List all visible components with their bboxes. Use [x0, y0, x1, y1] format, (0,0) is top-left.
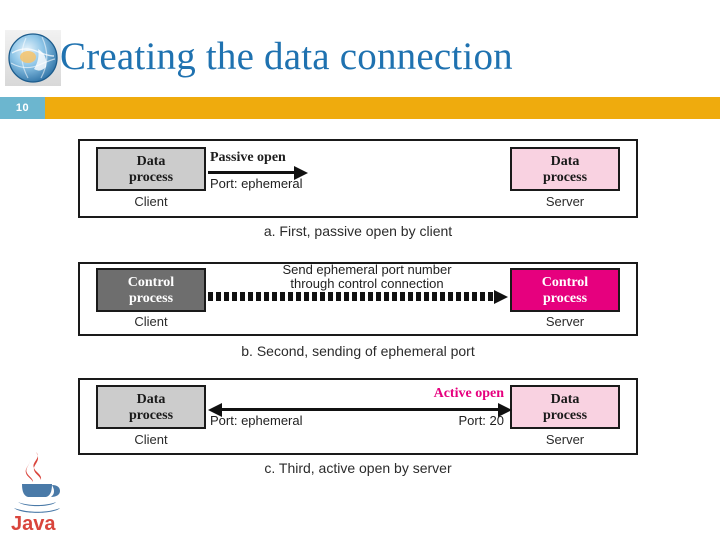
- panel-a-client-process-box: Data process: [96, 147, 206, 191]
- panel-c-server-label: Server: [545, 432, 585, 447]
- panel-a-server-label: Server: [545, 194, 585, 209]
- panel-c-active-open: Data process Data process Port: ephemera…: [78, 378, 638, 455]
- panel-b-label-line1: Send ephemeral port number: [282, 262, 452, 277]
- panel-c-server-process-box: Data process: [510, 385, 620, 429]
- panel-c-arrow-line: [220, 408, 508, 411]
- svg-text:Java: Java: [11, 513, 56, 534]
- slide-header: Creating the data connection 10: [0, 0, 720, 120]
- box-line-2: process: [128, 291, 174, 306]
- panel-a-arrowhead-icon: [294, 165, 308, 180]
- box-line-1: Data: [550, 154, 580, 169]
- panel-c-label-server-port: Port: 20: [458, 413, 504, 428]
- box-line-2: process: [542, 408, 588, 423]
- page-number-badge: 10: [0, 97, 45, 119]
- panel-b-arrowhead-icon: [494, 289, 508, 304]
- figure-data-connection: Data process Data process Passive open P…: [0, 130, 720, 480]
- box-line-1: Control: [541, 275, 589, 290]
- panel-a-arrow-line: [208, 171, 298, 174]
- panel-c-arrowhead-left-icon: [208, 402, 222, 417]
- panel-b-send-port: Control process Control process Send eph…: [78, 262, 638, 336]
- box-line-1: Data: [550, 392, 580, 407]
- globe-icon: [4, 29, 62, 87]
- box-line-2: process: [128, 408, 174, 423]
- box-line-1: Data: [136, 154, 166, 169]
- panel-a-client-label: Client: [134, 194, 168, 209]
- panel-b-client-process-box: Control process: [96, 268, 206, 312]
- panel-b-caption: b. Second, sending of ephemeral port: [241, 343, 475, 359]
- panel-c-client-label: Client: [134, 432, 168, 447]
- panel-a-caption: a. First, passive open by client: [263, 223, 453, 239]
- panel-c-client-process-box: Data process: [96, 385, 206, 429]
- panel-b-server-process-box: Control process: [510, 268, 620, 312]
- box-line-1: Control: [127, 275, 175, 290]
- box-line-2: process: [542, 291, 588, 306]
- page-title: Creating the data connection: [60, 35, 513, 78]
- panel-b-server-label: Server: [545, 314, 585, 329]
- box-line-2: process: [128, 170, 174, 185]
- panel-c-arrowhead-right-icon: [498, 402, 512, 417]
- panel-a-label-port: Port: ephemeral: [210, 176, 303, 191]
- panel-b-client-label: Client: [134, 314, 168, 329]
- panel-a-label-passive-open: Passive open: [210, 150, 286, 165]
- panel-c-caption: c. Third, active open by server: [264, 460, 452, 476]
- panel-c-label-client-port: Port: ephemeral: [210, 413, 303, 428]
- panel-a-server-process-box: Data process: [510, 147, 620, 191]
- panel-b-control-connection-line: [208, 292, 496, 301]
- java-logo: Java: [6, 448, 68, 535]
- header-accent-bar: [0, 97, 720, 119]
- panel-a-passive-open: Data process Data process Passive open P…: [78, 139, 638, 218]
- box-line-1: Data: [136, 392, 166, 407]
- box-line-2: process: [542, 170, 588, 185]
- panel-b-label-line2: through control connection: [290, 276, 444, 291]
- panel-c-label-active-open: Active open: [433, 386, 504, 401]
